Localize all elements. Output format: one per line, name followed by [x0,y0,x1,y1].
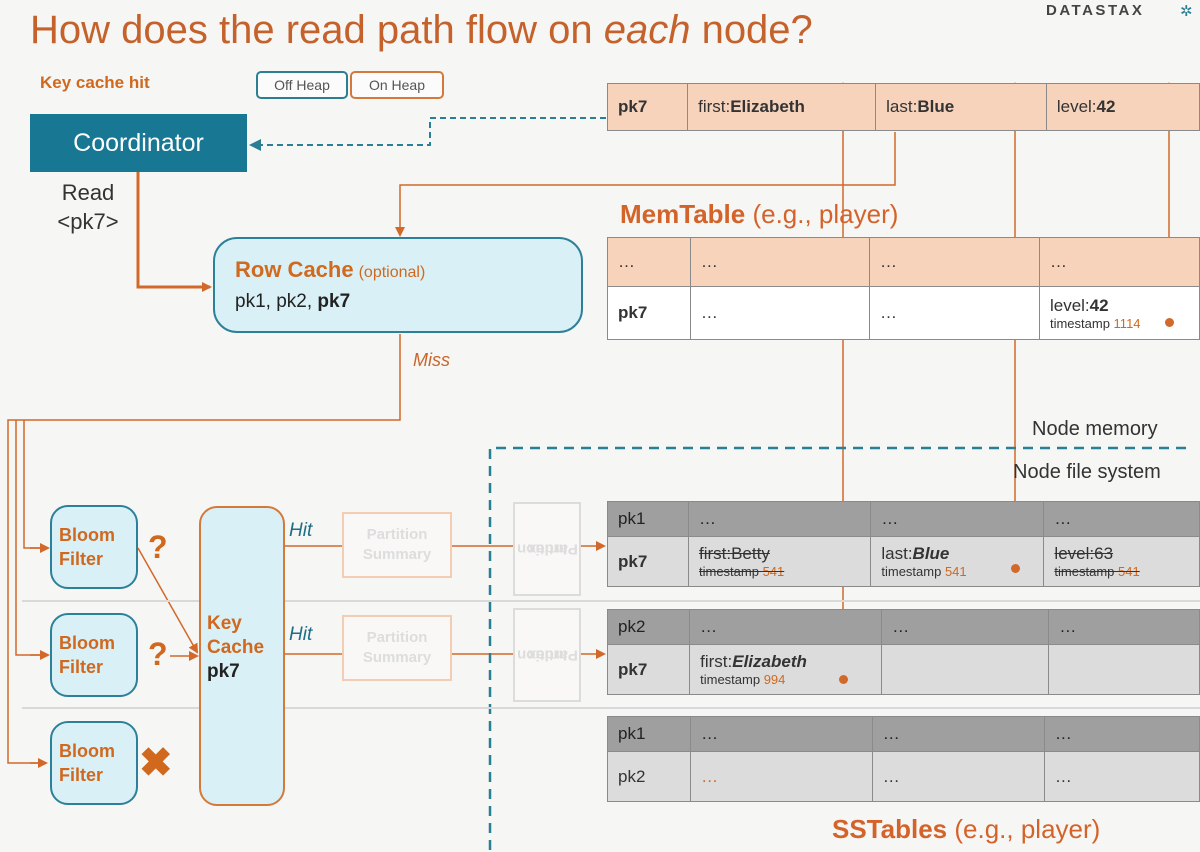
datastax-logo: DATASTAX [1046,2,1145,19]
row-cache-keys: pk1, pk2, pk7 [235,291,351,312]
hit-label: Hit [289,624,313,645]
memtable-to-rowcache-arrow [395,132,896,237]
return-arrow [249,117,606,151]
page-title: How does the read path flow on each node… [30,8,813,52]
sstable-3: pk1……… pk2 … … … [606,716,1200,802]
read-request-label: Read<pk7> [57,180,119,234]
cross-icon: ✖ [139,741,173,785]
hit-label: Hit [289,520,313,541]
question-icon: ? [148,529,168,565]
row-cache-box: Row Cache(optional) pk1, pk2, pk7 [213,237,583,333]
row-cache-title: Row Cache(optional) [235,257,426,282]
memtable-title: MemTable (e.g., player) [620,199,899,229]
legend-off-heap: Off Heap [256,71,348,99]
result-level: level:42 [1045,83,1200,131]
miss-label: Miss [413,350,450,370]
sstable1-source-dot [1011,564,1020,573]
scenario-label: Key cache hit [40,73,150,92]
node-file-system-label: Node file system [1013,461,1161,483]
logo-star-icon: ✲ [1180,3,1193,20]
memory-boundary [488,446,1188,850]
result-key: pk7 [606,83,689,131]
sstables-title: SSTables (e.g., player) [832,814,1101,844]
sstable-separator [22,600,1200,602]
miss-fanout-arrows [7,334,401,764]
legend-on-heap: On Heap [350,71,444,99]
coordinator-to-rowcache-arrow [136,172,212,292]
sstable2-source-dot [839,675,848,684]
sstable-separator [22,707,1200,709]
question-icon: ? [148,636,168,672]
coordinator-box: Coordinator [30,114,247,172]
result-last: last:Blue [875,83,1047,131]
read-result-row: pk7 first:Elizabeth last:Blue level:42 [606,83,1200,131]
result-first: first:Elizabeth [687,83,877,131]
memtable-source-dot [1165,318,1174,327]
key-cache-box: Key Cache pk7 [199,506,285,806]
node-memory-label: Node memory [1032,418,1158,440]
